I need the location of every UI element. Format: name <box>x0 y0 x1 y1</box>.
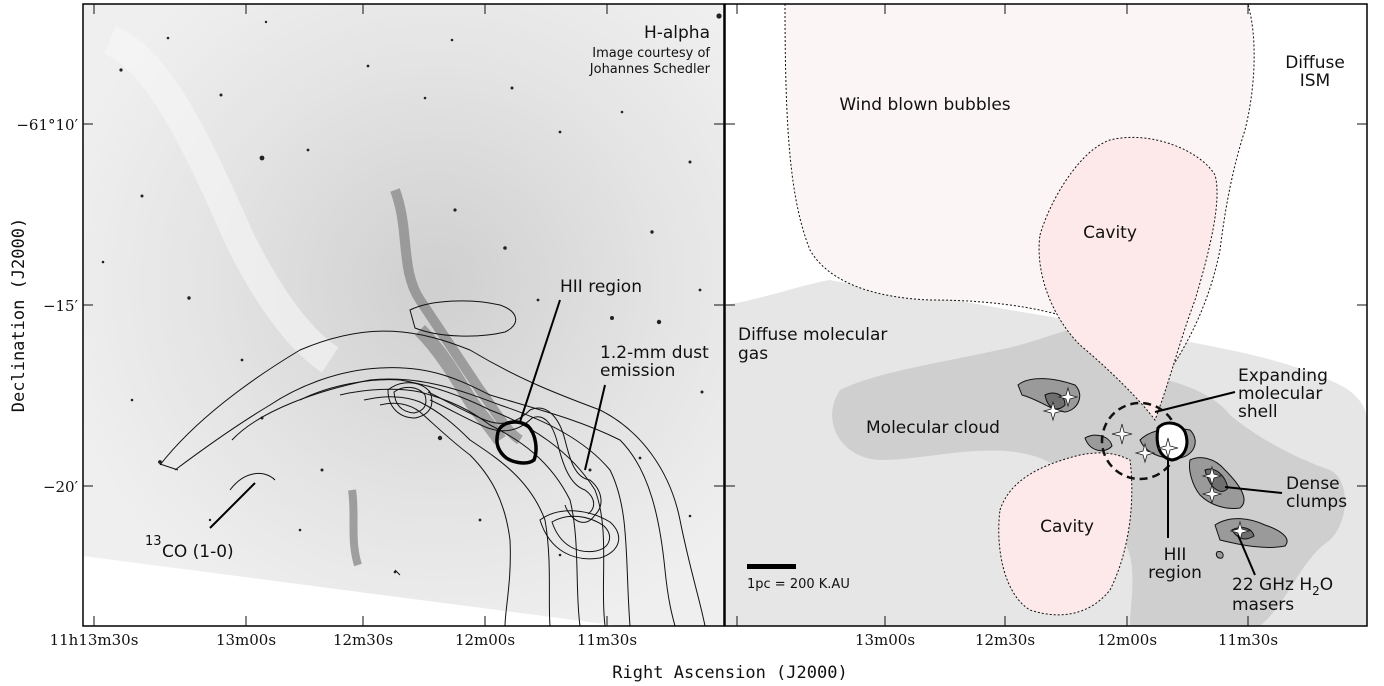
masers-label-1-sub: 2 <box>1312 584 1320 598</box>
y-axis-title: Declination (J2000) <box>9 218 29 412</box>
hii-region-label-2: region <box>1148 563 1202 583</box>
diffuse-molecular-label-1: Diffuse molecular <box>738 325 887 345</box>
image-credit: Image courtesy of <box>592 46 710 61</box>
co-label: CO (1-0) <box>162 542 234 562</box>
halpha-image <box>83 4 724 626</box>
halpha-title: H-alpha <box>644 23 710 43</box>
cavity-top <box>1038 136 1218 422</box>
x-tick-label: 11m30s <box>1218 631 1278 649</box>
co-pointer <box>209 482 256 529</box>
dark-filament <box>348 489 362 567</box>
hii-region-label: HII region <box>560 277 642 297</box>
water-masers <box>1042 386 1251 542</box>
masers-label-1a: 22 GHz H <box>1232 575 1312 595</box>
x-tick-label: 12m30s <box>975 631 1035 649</box>
right-panel: Diffuse ISM Wind blown bubbles Cavity Ca… <box>725 4 1367 626</box>
ticks <box>83 4 1367 626</box>
wind-bubbles-label: Wind blown bubbles <box>839 95 1010 115</box>
left-panel: H-alpha Image courtesy of Johannes Sched… <box>83 4 724 627</box>
stars <box>101 13 722 574</box>
expanding-shell-label-2: molecular <box>1238 384 1322 404</box>
masers-pointer <box>1237 534 1256 576</box>
scale-bar <box>747 564 796 569</box>
dense-clumps-label-1: Dense <box>1286 474 1340 494</box>
image-credit-name: Johannes Schedler <box>589 62 711 77</box>
dust-label-2: emission <box>600 361 675 381</box>
y-tick-label: −61°10′ <box>16 116 78 134</box>
hii-region-blob <box>1155 421 1189 462</box>
dust-contours <box>387 382 620 560</box>
x-tick-label: 11m30s <box>577 631 637 649</box>
expanding-shell-label-1: Expanding <box>1238 366 1328 386</box>
masers-label-1: 22 GHz H2O <box>1232 575 1333 598</box>
co-label-sup: 13 <box>145 534 162 549</box>
x-tick-label: 12m00s <box>455 631 515 649</box>
hii-region-contour <box>495 420 538 465</box>
expanding-shell-label-3: shell <box>1238 402 1278 422</box>
x-tick-label: 13m00s <box>216 631 276 649</box>
hii-region-label-1: HII <box>1164 545 1187 565</box>
masers-label-1b: O <box>1320 575 1333 595</box>
cavity-bottom-label: Cavity <box>1040 517 1094 537</box>
right-frame <box>724 3 1368 627</box>
masers-label-2: masers <box>1232 595 1294 615</box>
dense-clumps-pointer <box>1224 486 1283 494</box>
x-tick-label: 13m00s <box>855 631 915 649</box>
dense-clumps-label-2: clumps <box>1286 492 1347 512</box>
dust-pointer <box>584 384 606 471</box>
x-tick-label: 12m30s <box>333 631 393 649</box>
left-frame <box>82 3 725 627</box>
scale-bar-label: 1pc = 200 K.AU <box>747 577 850 592</box>
y-tick-label: −20′ <box>43 478 79 496</box>
x-tick-label: 11h13m30s <box>50 631 139 649</box>
diffuse-ism-label-1: Diffuse <box>1285 53 1345 73</box>
expanding-shell-pointer <box>1154 391 1236 413</box>
dust-label-1: 1.2-mm dust <box>600 343 709 363</box>
dark-filament <box>390 188 523 445</box>
cavity-bottom <box>998 452 1133 616</box>
dark-filament <box>414 325 506 444</box>
diffuse-ism-label-2: ISM <box>1300 71 1330 91</box>
cavity-top-label: Cavity <box>1083 223 1137 243</box>
y-tick-label: −15′ <box>43 297 79 315</box>
hii-region-pointer <box>519 299 561 423</box>
diffuse-molecular-label-2: gas <box>738 344 768 364</box>
x-tick-label: 12m00s <box>1097 631 1157 649</box>
bright-wisp <box>103 26 339 373</box>
x-axis-title: Right Ascension (J2000) <box>612 663 847 683</box>
molecular-cloud-label: Molecular cloud <box>866 418 1000 438</box>
